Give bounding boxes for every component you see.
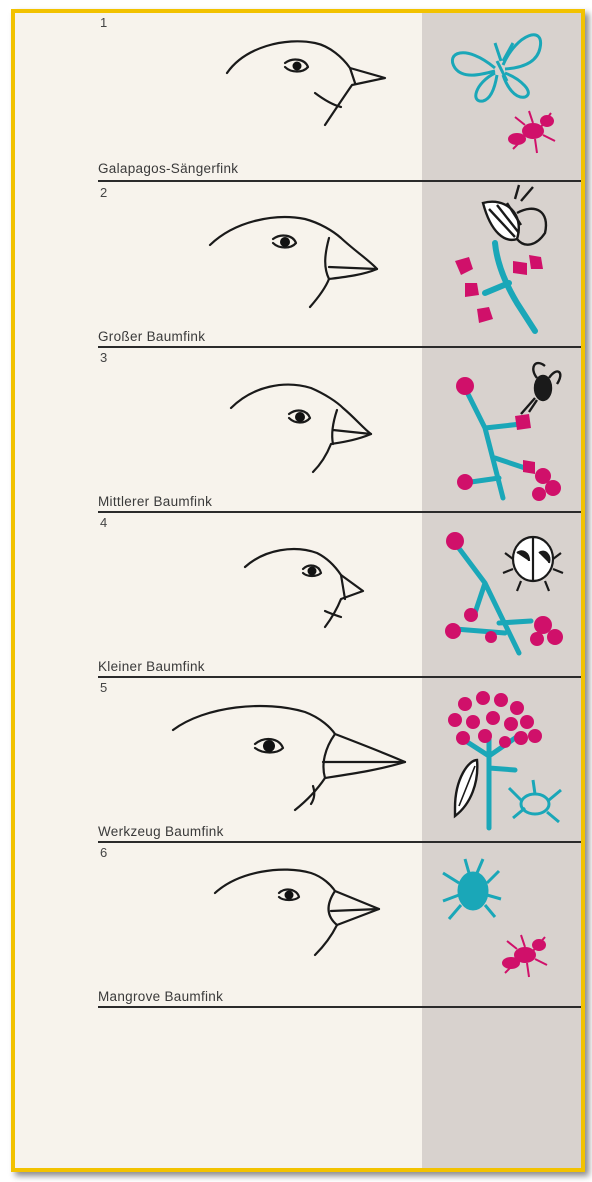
butterfly-and-ant-icon: [425, 13, 575, 163]
medium-tree-finch-head-drawing: [165, 348, 395, 478]
finch-row-4: 4 Kleiner: [15, 513, 581, 678]
beetle-and-ant-icon: [425, 843, 575, 1003]
finch-name: Großer Baumfink: [98, 329, 205, 344]
finch-row-5: 5 Werk: [15, 678, 581, 843]
finch-row-6: 6 Mangrove Baumfink: [15, 843, 581, 1008]
finch-number: 5: [100, 680, 108, 695]
woodpecker-finch-head-drawing: [165, 678, 415, 818]
finch-name: Mangrove Baumfink: [98, 989, 223, 1004]
row-divider: [98, 1006, 581, 1008]
finch-number: 3: [100, 350, 108, 365]
moth-on-berries-icon: [425, 183, 575, 343]
finch-name: Mittlerer Baumfink: [98, 494, 212, 509]
finch-row-3: 3 Mittlerer Baumfi: [15, 348, 581, 513]
finch-name: Galapagos-Sängerfink: [98, 161, 238, 176]
finch-number: 6: [100, 845, 108, 860]
warbler-finch-head-drawing: [165, 13, 395, 133]
finch-row-2: 2: [15, 183, 581, 348]
finch-number: 4: [100, 515, 108, 530]
wasp-on-berries-icon: [425, 348, 575, 508]
beetle-on-berries-icon: [425, 513, 575, 673]
mangrove-finch-head-drawing: [165, 843, 395, 973]
finch-row-1: 1 Galapagos-Sängerfink: [15, 13, 581, 183]
row-divider: [98, 180, 581, 182]
small-tree-finch-head-drawing: [165, 513, 395, 643]
finch-name: Werkzeug Baumfink: [98, 824, 224, 839]
large-tree-finch-head-drawing: [165, 183, 395, 313]
finch-number: 2: [100, 185, 108, 200]
flowers-leaf-beetle-icon: [425, 678, 575, 838]
finch-name: Kleiner Baumfink: [98, 659, 205, 674]
finch-number: 1: [100, 15, 108, 30]
illustration-panel: 1 Galapagos-Sängerfink: [11, 9, 585, 1172]
